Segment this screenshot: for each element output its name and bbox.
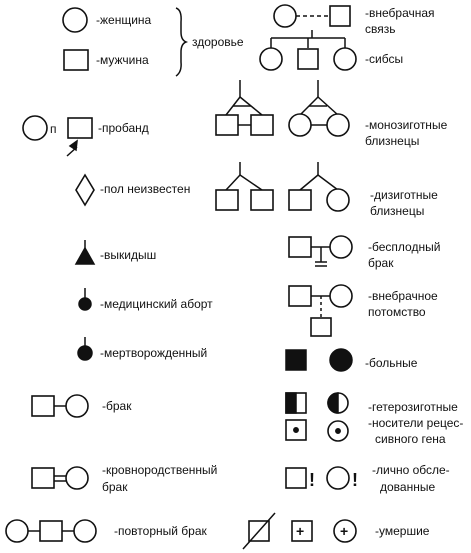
dizygotic-twins-symbol [215, 162, 350, 212]
monozygotic-label-1: -монозиготные [365, 118, 448, 132]
examined-mark-square: ! [309, 470, 315, 490]
recessive-carrier-symbol [285, 419, 349, 442]
monozygotic-label-2: близнецы [365, 134, 419, 148]
miscarriage-label: -выкидыш [100, 248, 156, 262]
deceased-mark-circle: + [340, 523, 348, 539]
offspring-label-1: -внебрачное [368, 289, 438, 303]
male-label: -мужчина [96, 53, 149, 67]
extramarital-label-2: связь [365, 22, 396, 36]
healthy-label: здоровье [192, 35, 244, 49]
abortion-label: -медицинский аборт [100, 297, 213, 311]
personally-examined-symbol [285, 466, 350, 490]
deceased-label: -умершие [375, 524, 430, 538]
brace [175, 7, 189, 77]
infertile-label-2: брак [368, 256, 394, 270]
affected-symbol [285, 348, 353, 372]
monozygotic-twins-symbol [215, 80, 350, 137]
miscarriage-symbol [74, 240, 96, 265]
proband-label: -пробанд [98, 121, 149, 135]
male-symbol [63, 49, 89, 71]
marriage-symbol [31, 394, 89, 418]
remarriage-label: -повторный брак [114, 524, 207, 538]
dizygotic-label-1: -дизиготные [370, 188, 438, 202]
infertile-marriage-symbol [288, 235, 353, 267]
female-symbol [62, 7, 88, 33]
infertile-label-1: -бесплодный [368, 240, 440, 254]
examined-label-1: -лично обсле- [372, 463, 450, 477]
deceased-mark-square: + [296, 523, 304, 539]
heterozygous-symbol [285, 392, 349, 414]
abortion-symbol [78, 288, 92, 311]
proband-mark: п [50, 122, 57, 136]
proband-symbol [22, 115, 93, 157]
unknown-sex-label: -пол неизвестен [100, 182, 190, 196]
carrier-label-1: -носители рецес- [368, 416, 463, 430]
marriage-label: -брак [102, 399, 132, 413]
consanguineous-label-1: -кровнородственный [102, 463, 217, 477]
stillborn-label: -мертворожденный [100, 346, 207, 360]
offspring-label-2: потомство [368, 305, 426, 319]
consanguineous-marriage-symbol [31, 466, 89, 490]
carrier-label-2: сивного гена [375, 432, 446, 446]
affected-label: -больные [365, 356, 418, 370]
remarriage-symbol [5, 519, 97, 543]
examined-mark-circle: ! [352, 470, 358, 490]
heterozygous-label: -гетерозиготные [368, 400, 458, 414]
siblings-symbol [259, 30, 357, 71]
consanguineous-label-2: брак [102, 480, 128, 494]
examined-label-2: дованные [380, 480, 435, 494]
dizygotic-label-2: близнецы [370, 204, 424, 218]
siblings-label: -сибсы [365, 52, 403, 66]
deceased-symbol [242, 512, 357, 550]
stillborn-symbol [77, 337, 93, 361]
female-label: -женщина [96, 13, 152, 27]
extramarital-offspring-symbol [288, 284, 353, 337]
unknown-sex-symbol [75, 173, 95, 207]
extramarital-label-1: -внебрачная [365, 6, 435, 20]
extramarital-symbol [273, 4, 351, 28]
